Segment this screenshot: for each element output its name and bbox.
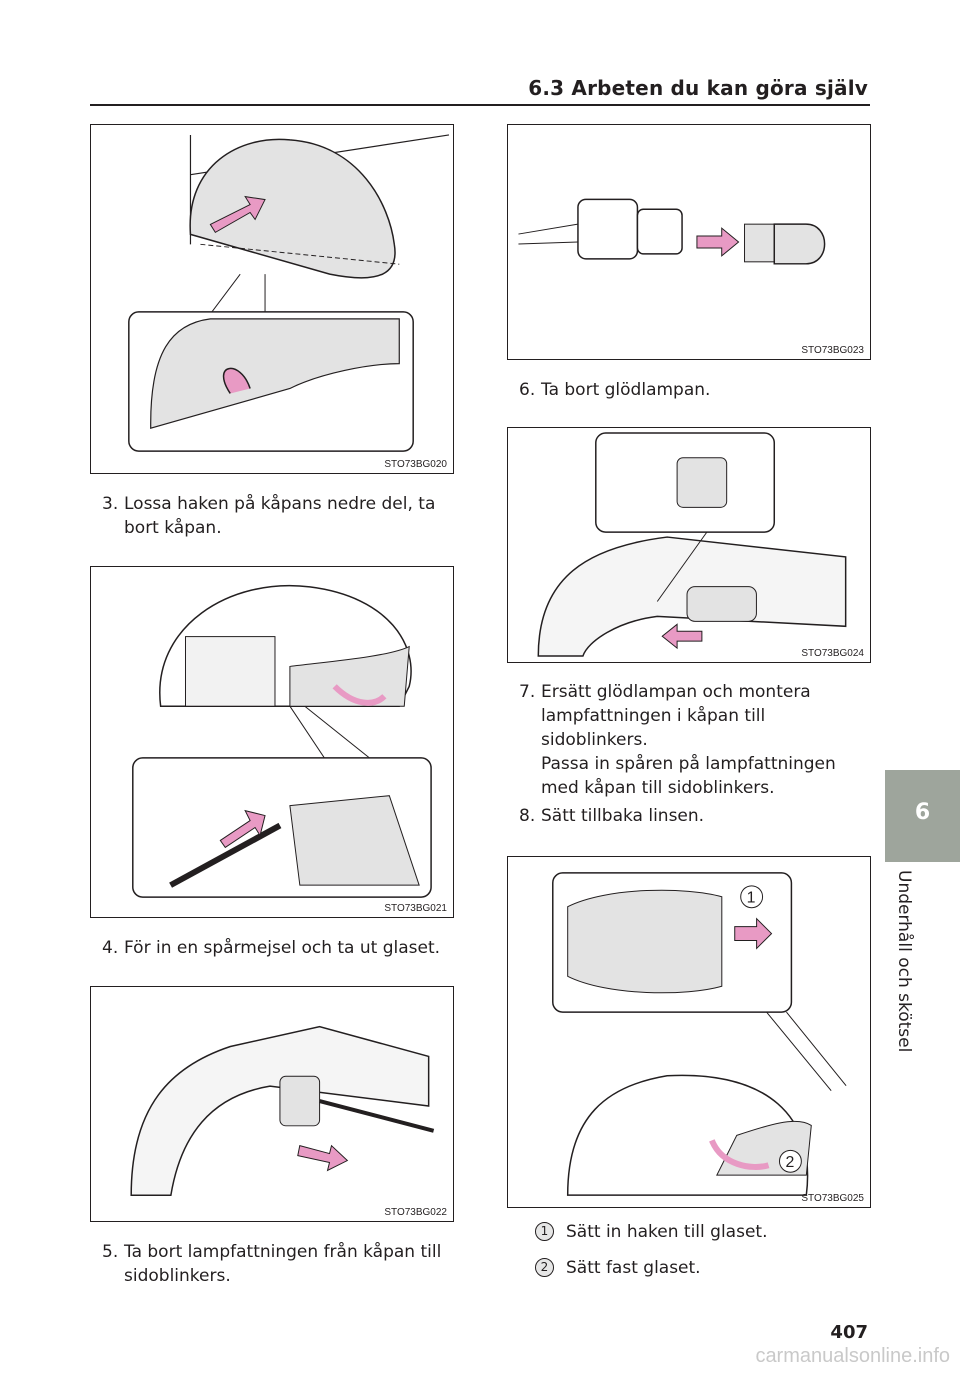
step-text: Ta bort glödlampan.	[541, 380, 711, 400]
figure-code: STO73BG024	[801, 648, 864, 659]
remove-socket-illustration	[130, 1025, 435, 1196]
callout-2: 2 Sätt fast glaset.	[535, 1256, 871, 1280]
page-header: 6.3 Arbeten du kan göra själv	[90, 76, 870, 106]
step-text: Ta bort lampfattningen från kåpan till s…	[124, 1242, 442, 1286]
callout-number: 2	[535, 1258, 554, 1277]
mirror-cover-illustration	[128, 134, 450, 452]
remove-glass-illustration	[132, 584, 432, 898]
step-text: Lossa haken på kåpans nedre del, ta bort…	[124, 494, 436, 538]
step-text: För in en spårmejsel och ta ut glaset.	[124, 938, 441, 958]
chapter-label: Underhåll och skötsel	[884, 870, 922, 1080]
svg-text:2: 2	[785, 1154, 794, 1171]
step-text: Sätt tillbaka linsen.	[541, 806, 705, 826]
figure-code: STO73BG021	[384, 903, 447, 914]
page-number: 407	[830, 1322, 868, 1343]
callout-text: Sätt in haken till glaset.	[566, 1222, 768, 1242]
reinstall-lens-illustration: 1 2	[552, 872, 847, 1196]
step-number: 8.	[519, 806, 536, 826]
bulb-socket-illustration	[518, 198, 826, 265]
watermark: carmanualsonline.info	[755, 1345, 950, 1367]
figure-mirror-cover: STO73BG020	[90, 124, 454, 474]
figure-code: STO73BG022	[384, 1207, 447, 1218]
step-number: 3.	[102, 494, 119, 514]
section-title: 6.3 Arbeten du kan göra själv	[528, 76, 868, 100]
callout-number: 1	[535, 1222, 554, 1241]
figure-remove-bulb: STO73BG024	[507, 427, 871, 663]
callout-1: 1 Sätt in haken till glaset.	[535, 1220, 871, 1244]
chapter-number: 6	[914, 800, 931, 825]
figure-reinstall-lens: 1 2 STO73BG025	[507, 856, 871, 1208]
step-number: 6.	[519, 380, 536, 400]
callout-text: Sätt fast glaset.	[566, 1258, 701, 1278]
step-number: 7.	[519, 682, 536, 702]
figure-remove-glass: STO73BG021	[90, 566, 454, 918]
step-number: 5.	[102, 1242, 119, 1262]
chapter-label-text: Underhåll och skötsel	[894, 870, 914, 1053]
remove-bulb-illustration	[537, 432, 847, 657]
step-number: 4.	[102, 938, 119, 958]
figure-code: STO73BG025	[801, 1193, 864, 1204]
svg-text:1: 1	[747, 890, 756, 907]
figure-remove-socket: STO73BG022	[90, 986, 454, 1222]
step-text: Ersätt glödlampan och montera lampfattni…	[541, 682, 811, 750]
figure-code: STO73BG023	[801, 345, 864, 356]
figure-code: STO73BG020	[384, 459, 447, 470]
figure-bulb-socket: STO73BG023	[507, 124, 871, 360]
chapter-tab[interactable]: 6	[885, 770, 960, 862]
step-7-note: Passa in spåren på lampfattningen med kå…	[541, 754, 836, 798]
